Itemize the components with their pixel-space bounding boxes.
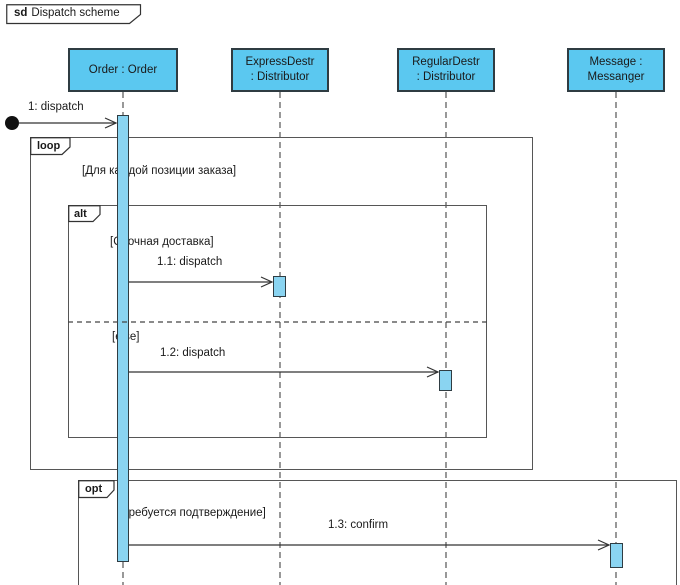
loop-guard: [Для каждой позиции заказа] (82, 165, 237, 177)
message-label-1-3: 1.3: confirm (328, 519, 389, 531)
message-label-1-2: 1.2: dispatch (160, 347, 226, 359)
diagram-name: Dispatch scheme (31, 7, 120, 19)
message-label-1: 1: dispatch (28, 101, 84, 113)
opt-operator-label: opt (85, 483, 103, 495)
message-1-dispatch[interactable] (5, 116, 118, 130)
activation-order[interactable] (117, 115, 129, 562)
opt-guard: [Требуется подтверждение] (119, 507, 266, 519)
diagram-frame-label-shape (6, 4, 142, 25)
lifeline-head-expressdestr[interactable]: ExpressDestr : Distributor (231, 48, 329, 92)
alt-operator-label: alt (74, 208, 87, 220)
activation-expressdestr[interactable] (273, 276, 286, 297)
lifeline-head-message[interactable]: Message : Messanger (567, 48, 665, 92)
loop-operator-shape (30, 137, 71, 156)
open-arrowhead-icon (104, 117, 118, 129)
activation-regulardestr[interactable] (439, 370, 452, 391)
diagram-keyword: sd (14, 7, 28, 19)
loop-operator-label: loop (37, 140, 61, 152)
alt-guard-if: [Срочная доставка] (110, 236, 214, 248)
alt-operator-shape (68, 205, 101, 223)
found-message-endpoint[interactable] (5, 116, 19, 130)
activation-message[interactable] (610, 543, 623, 568)
lifeline-head-order[interactable]: Order : Order (68, 48, 178, 92)
fragment-loop[interactable] (30, 137, 533, 470)
opt-operator-shape (78, 480, 115, 499)
lifeline-head-regulardestr[interactable]: RegularDestr : Distributor (397, 48, 495, 92)
fragment-opt[interactable] (78, 480, 677, 585)
message-label-1-1: 1.1: dispatch (157, 256, 223, 268)
